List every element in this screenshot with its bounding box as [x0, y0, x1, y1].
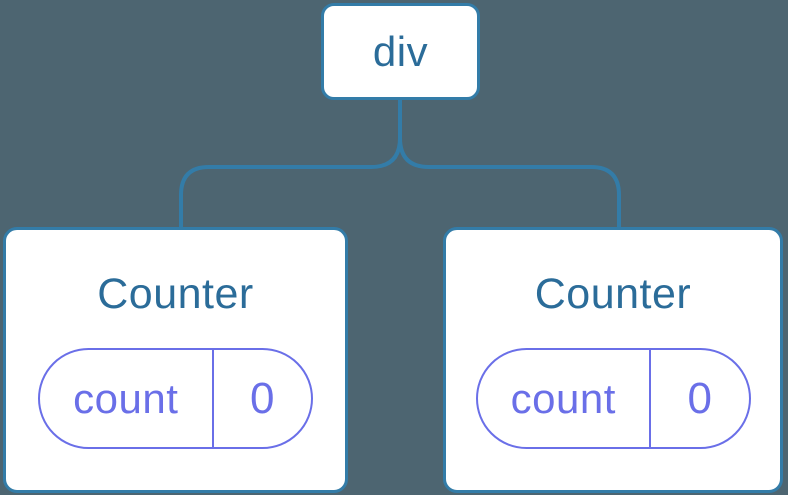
counter-card-left: Counter count 0 [3, 227, 348, 493]
connector-right-branch [398, 100, 621, 227]
connector-left-branch [179, 100, 402, 227]
state-value: 0 [250, 373, 275, 423]
state-value: 0 [687, 373, 712, 423]
counter-card-right: Counter count 0 [443, 227, 783, 493]
state-key: count [478, 350, 651, 447]
root-node-label: div [372, 27, 429, 75]
state-pill: count 0 [475, 348, 751, 449]
root-node-div: div [321, 3, 480, 100]
component-name: Counter [97, 270, 254, 318]
state-pill: count 0 [38, 348, 313, 449]
component-name: Counter [534, 270, 692, 318]
state-key: count [40, 350, 214, 447]
